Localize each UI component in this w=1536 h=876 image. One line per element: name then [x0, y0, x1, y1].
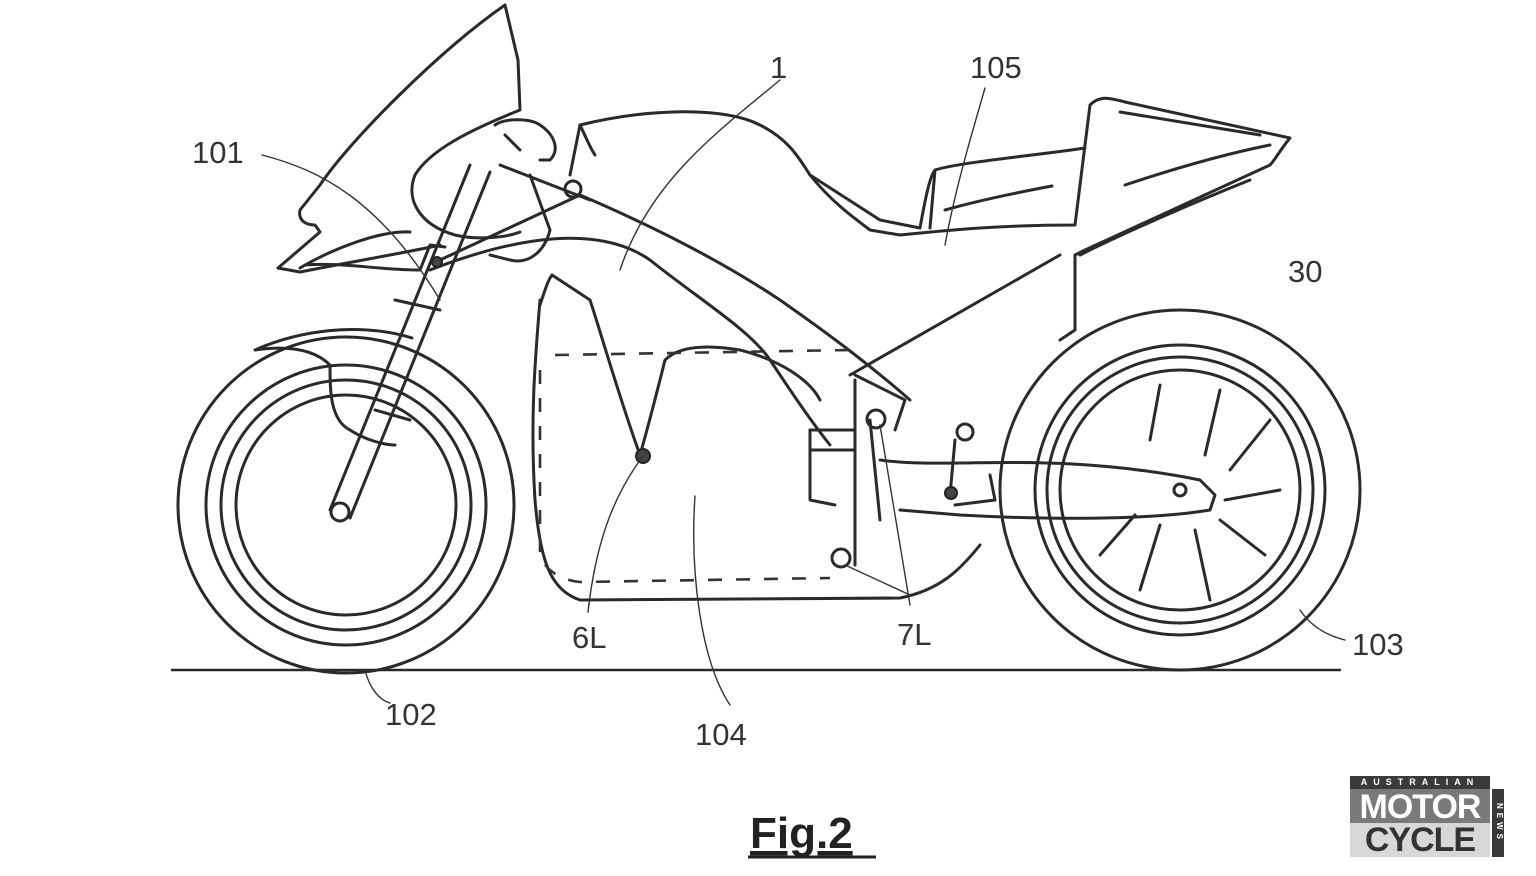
headlight-fairing: [298, 230, 447, 272]
battery-outline: [538, 348, 851, 584]
leader-6L: [587, 455, 644, 613]
ref-label-1: 1: [770, 50, 787, 85]
leader-101: [261, 154, 441, 301]
pivot-fork: [431, 256, 443, 268]
front-fender: [253, 328, 414, 447]
ref-label-6L: 6L: [572, 620, 606, 655]
ref-label-105: 105: [970, 50, 1022, 85]
logo-australian: AUSTRALIAN: [1350, 776, 1490, 789]
ref-label-103: 103: [1352, 627, 1404, 662]
leader-103: [1299, 609, 1346, 641]
seat: [808, 146, 1087, 230]
leader-102: [364, 669, 391, 704]
leader-105: [944, 87, 986, 246]
front-fork: [328, 163, 492, 520]
ref-label-30: 30: [1288, 254, 1322, 289]
pivot-swingarm: [944, 486, 958, 500]
pivot-7L-upper: [865, 408, 887, 430]
ref-label-102: 102: [385, 697, 437, 732]
ref-label-104: 104: [695, 717, 747, 752]
main-frame: [428, 193, 982, 602]
swingarm: [878, 422, 1217, 520]
leader-104: [693, 495, 731, 706]
front-wheel: [176, 335, 516, 675]
fuel-tank: [578, 96, 1292, 342]
ref-label-101: 101: [192, 135, 244, 170]
logo-motor: MOTOR: [1350, 789, 1490, 825]
logo-cycle: CYCLE: [1350, 823, 1490, 857]
motor-mount: [808, 418, 882, 522]
leader-1: [619, 79, 781, 271]
ref-label-7L: 7L: [897, 617, 931, 652]
watermark-logo: AUSTRALIAN MOTOR CYCLE NEWS: [1350, 776, 1504, 858]
tank-front: [568, 123, 597, 177]
pivot-7L-lower: [830, 547, 852, 569]
tail-cowl: [1078, 110, 1272, 257]
rear-subframe: [848, 253, 1062, 567]
figure-caption: Fig.2: [750, 809, 853, 858]
logo-news: NEWS: [1492, 789, 1504, 857]
leader-7L: [844, 424, 911, 606]
front-cowl: [276, 3, 522, 274]
rear-wheel: [998, 308, 1362, 672]
